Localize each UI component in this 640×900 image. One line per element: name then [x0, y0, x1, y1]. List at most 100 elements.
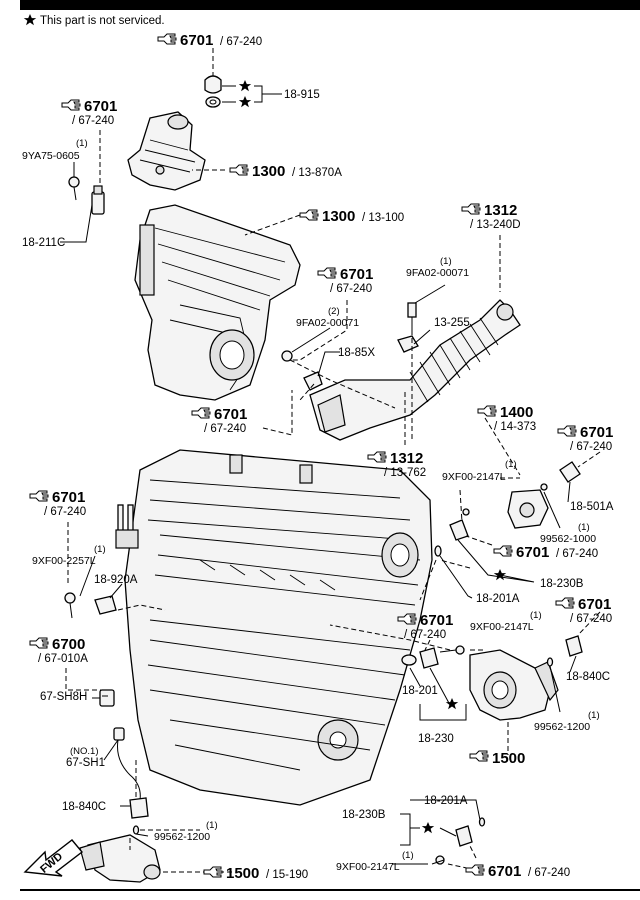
label-no1: (NO.1) [70, 746, 99, 757]
intake-upper-housing [127, 111, 206, 191]
bottom-rule [20, 889, 640, 891]
qty-9fa02-1: (1) [440, 256, 452, 267]
label-13-255: 13-255 [434, 317, 470, 329]
label-18-230b-upper: 18-230B [540, 578, 584, 590]
ref-1300-13-870a[interactable]: 1300 / 13-870A [229, 163, 342, 180]
hand-pointer-icon [461, 203, 481, 215]
bolt-9xf00-2257l [64, 592, 76, 619]
note-star-icon [23, 14, 37, 26]
oil-filler-cap [204, 75, 222, 108]
sensor-18-230b-upper [434, 508, 470, 557]
hand-pointer-icon [61, 99, 81, 111]
qty-9xf00-2147l-2: (1) [530, 610, 542, 621]
ref-6701-right-mid[interactable]: 6701 / 67-240 [493, 544, 598, 561]
svg-text:6701: 6701 [52, 489, 85, 506]
star-icon-18-230b [493, 569, 507, 581]
intake-manifold [134, 204, 301, 401]
label-99562-1200-left: 99562-1200 [154, 831, 210, 843]
ref-6700-67-010a[interactable]: 6700 / 67-010A [29, 636, 88, 665]
svg-text:/ 67-240: / 67-240 [528, 867, 570, 879]
ref-1300-13-100[interactable]: 1300 / 13-100 [299, 208, 404, 225]
qty-9ya75: (1) [76, 138, 88, 149]
oil-control-valve [507, 483, 549, 529]
hand-pointer-icon [367, 451, 387, 463]
hand-pointer-icon [555, 597, 575, 609]
svg-text:/ 67-240: / 67-240 [204, 423, 246, 435]
label-9xf00-2147l-3: 9XF00-2147L [336, 861, 400, 873]
svg-text:1500: 1500 [226, 865, 259, 882]
ref-6701-left-mid[interactable]: 6701 / 67-240 [191, 406, 247, 435]
svg-text:6701: 6701 [84, 98, 117, 115]
ref-1312-13-240d[interactable]: 1312 / 13-240D [461, 202, 521, 231]
hand-pointer-icon [157, 33, 177, 45]
ref-1400-14-373[interactable]: 1400 / 14-373 [477, 404, 536, 433]
svg-text:/ 67-240: / 67-240 [570, 441, 612, 453]
label-9fa02-00071-2: 9FA02-00071 [296, 317, 359, 329]
label-9xf00-2147l-1: 9XF00-2147L [442, 471, 506, 483]
ref-6701-cap[interactable]: 6701 / 67-240 [157, 32, 262, 49]
label-18-230: 18-230 [418, 733, 454, 745]
label-18-85x: 18-85X [338, 347, 375, 359]
svg-text:1312: 1312 [484, 202, 517, 219]
label-18-840c-right: 18-840C [566, 671, 610, 683]
qty-9xf00-2147l-3: (1) [402, 850, 414, 861]
hand-pointer-icon [29, 637, 49, 649]
label-9ya75-0605: 9YA75-0605 [22, 150, 80, 162]
label-67-sh1: 67-SH1 [66, 757, 105, 769]
hand-pointer-icon [191, 407, 211, 419]
hand-pointer-icon [477, 405, 497, 417]
label-99562-1000: 99562-1000 [540, 533, 596, 545]
svg-text:/ 14-373: / 14-373 [494, 421, 536, 433]
hand-pointer-icon [299, 209, 319, 221]
label-9xf00-2147l-2: 9XF00-2147L [470, 621, 534, 633]
hand-pointer-icon [203, 866, 223, 878]
label-18-920a: 18-920A [94, 574, 138, 586]
svg-text:1400: 1400 [500, 404, 533, 421]
hand-pointer-icon [229, 164, 249, 176]
hand-pointer-icon [465, 864, 485, 876]
bolt-9ya75 [68, 176, 80, 201]
hand-pointer-icon [317, 267, 337, 279]
label-18-501a: 18-501A [570, 501, 614, 513]
label-67-sh8h: 67-SH8H [40, 691, 87, 703]
svg-text:1312: 1312 [390, 450, 423, 467]
qty-9xf00-2147l-1: (1) [505, 459, 517, 470]
ref-6701-sensor[interactable]: 6701 / 67-240 [61, 98, 117, 127]
ref-6701-far-right[interactable]: 6701 / 67-240 [555, 596, 612, 625]
engine-block [124, 449, 433, 806]
svg-text:/ 13-870A: / 13-870A [292, 167, 342, 179]
ref-6701-right-top[interactable]: 6701 / 67-240 [557, 424, 613, 453]
label-18-201a-upper: 18-201A [476, 593, 520, 605]
ref-6701-center-right[interactable]: 6701 / 67-240 [397, 612, 453, 641]
qty-9fa02-2: (2) [328, 306, 340, 317]
wiring-harness-67-sh1 [99, 689, 141, 801]
ref-6701-left-stud[interactable]: 6701 / 67-240 [29, 489, 86, 518]
label-9xf00-2257l: 9XF00-2257L [32, 555, 96, 567]
star-icon-oring [238, 96, 252, 108]
ref-6701-egr[interactable]: 6701 / 67-240 [317, 266, 373, 295]
qty-99562-1200-right: (1) [588, 710, 600, 721]
svg-text:/ 67-240: / 67-240 [570, 613, 612, 625]
svg-text:/ 13-762: / 13-762 [384, 467, 426, 479]
hand-pointer-icon [29, 490, 49, 502]
label-18-230b-lower: 18-230B [342, 809, 386, 821]
ref-6701-bottom-right[interactable]: 6701 / 67-240 [465, 863, 570, 880]
label-9fa02-00071-1: 9FA02-00071 [406, 267, 469, 279]
svg-text:6701: 6701 [488, 863, 521, 880]
svg-text:/ 67-010A: / 67-010A [38, 653, 88, 665]
svg-text:6701: 6701 [214, 406, 247, 423]
svg-text:6701: 6701 [180, 32, 213, 49]
svg-text:6701: 6701 [578, 596, 611, 613]
ref-1312-13-762[interactable]: 1312 / 13-762 [367, 450, 426, 479]
svg-text:6701: 6701 [516, 544, 549, 561]
svg-text:/ 13-100: / 13-100 [362, 212, 404, 224]
thermostat-housing [469, 649, 559, 721]
ref-1500-15-190[interactable]: 1500 / 15-190 [203, 865, 308, 882]
ref-1500-right[interactable]: 1500 [469, 750, 525, 767]
svg-text:6700: 6700 [52, 636, 85, 653]
hand-pointer-icon [557, 425, 577, 437]
svg-text:6701: 6701 [420, 612, 453, 629]
star-icon-cap [238, 80, 252, 92]
svg-text:/ 67-240: / 67-240 [330, 283, 372, 295]
